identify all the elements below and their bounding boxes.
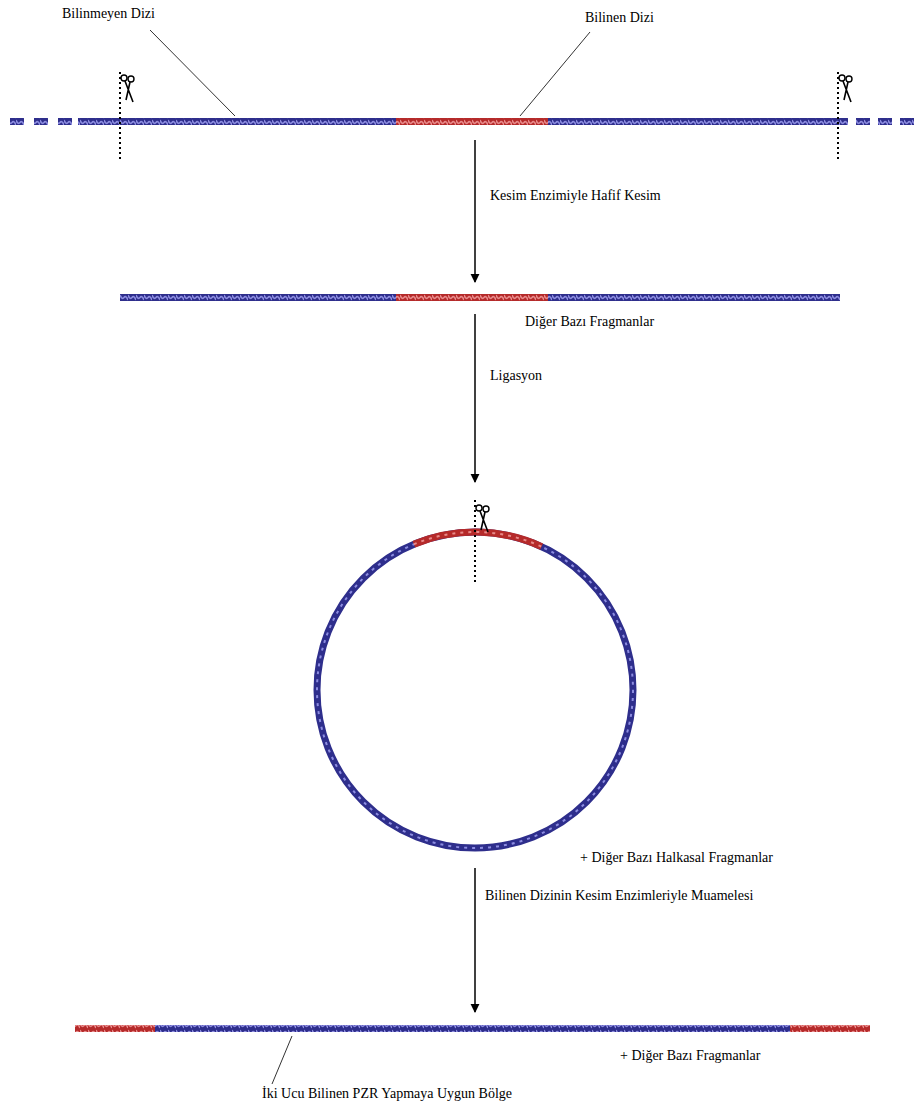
part-label: + Diğer Bazı Halkasal Fragmanlar	[580, 850, 773, 867]
part-label: Bilinen Dizi	[585, 10, 654, 27]
step-label: Ligasyon	[490, 368, 542, 385]
part-label: + Diğer Bazı Fragmanlar	[620, 1048, 760, 1065]
part-label: İki Ucu Bilinen PZR Yapmaya Uygun Bölge	[262, 1086, 512, 1103]
leader-line	[520, 32, 590, 116]
cut-line	[837, 72, 839, 160]
step-arrow	[474, 868, 476, 1012]
part-label: Bilinmeyen Dizi	[62, 6, 155, 23]
step-label: Bilinen Dizinin Kesim Enzimleriyle Muame…	[485, 888, 753, 905]
cut-line	[119, 72, 121, 160]
cut-fragment	[120, 294, 840, 301]
leader-line	[272, 1036, 292, 1084]
genomic-dna-strand	[10, 118, 914, 125]
step-arrow	[474, 314, 476, 482]
scissors-symbol	[121, 75, 134, 102]
scissors-symbol	[839, 75, 852, 102]
scissors-symbol	[476, 505, 489, 532]
part-label: Diğer Bazı Fragmanlar	[525, 314, 654, 331]
linearized-fragment	[75, 1025, 870, 1032]
step-arrow	[474, 140, 476, 282]
leader-line	[150, 30, 235, 116]
cut-line	[474, 500, 476, 582]
step-label: Kesim Enzimiyle Hafif Kesim	[490, 188, 661, 205]
circular-fragment	[317, 532, 633, 848]
